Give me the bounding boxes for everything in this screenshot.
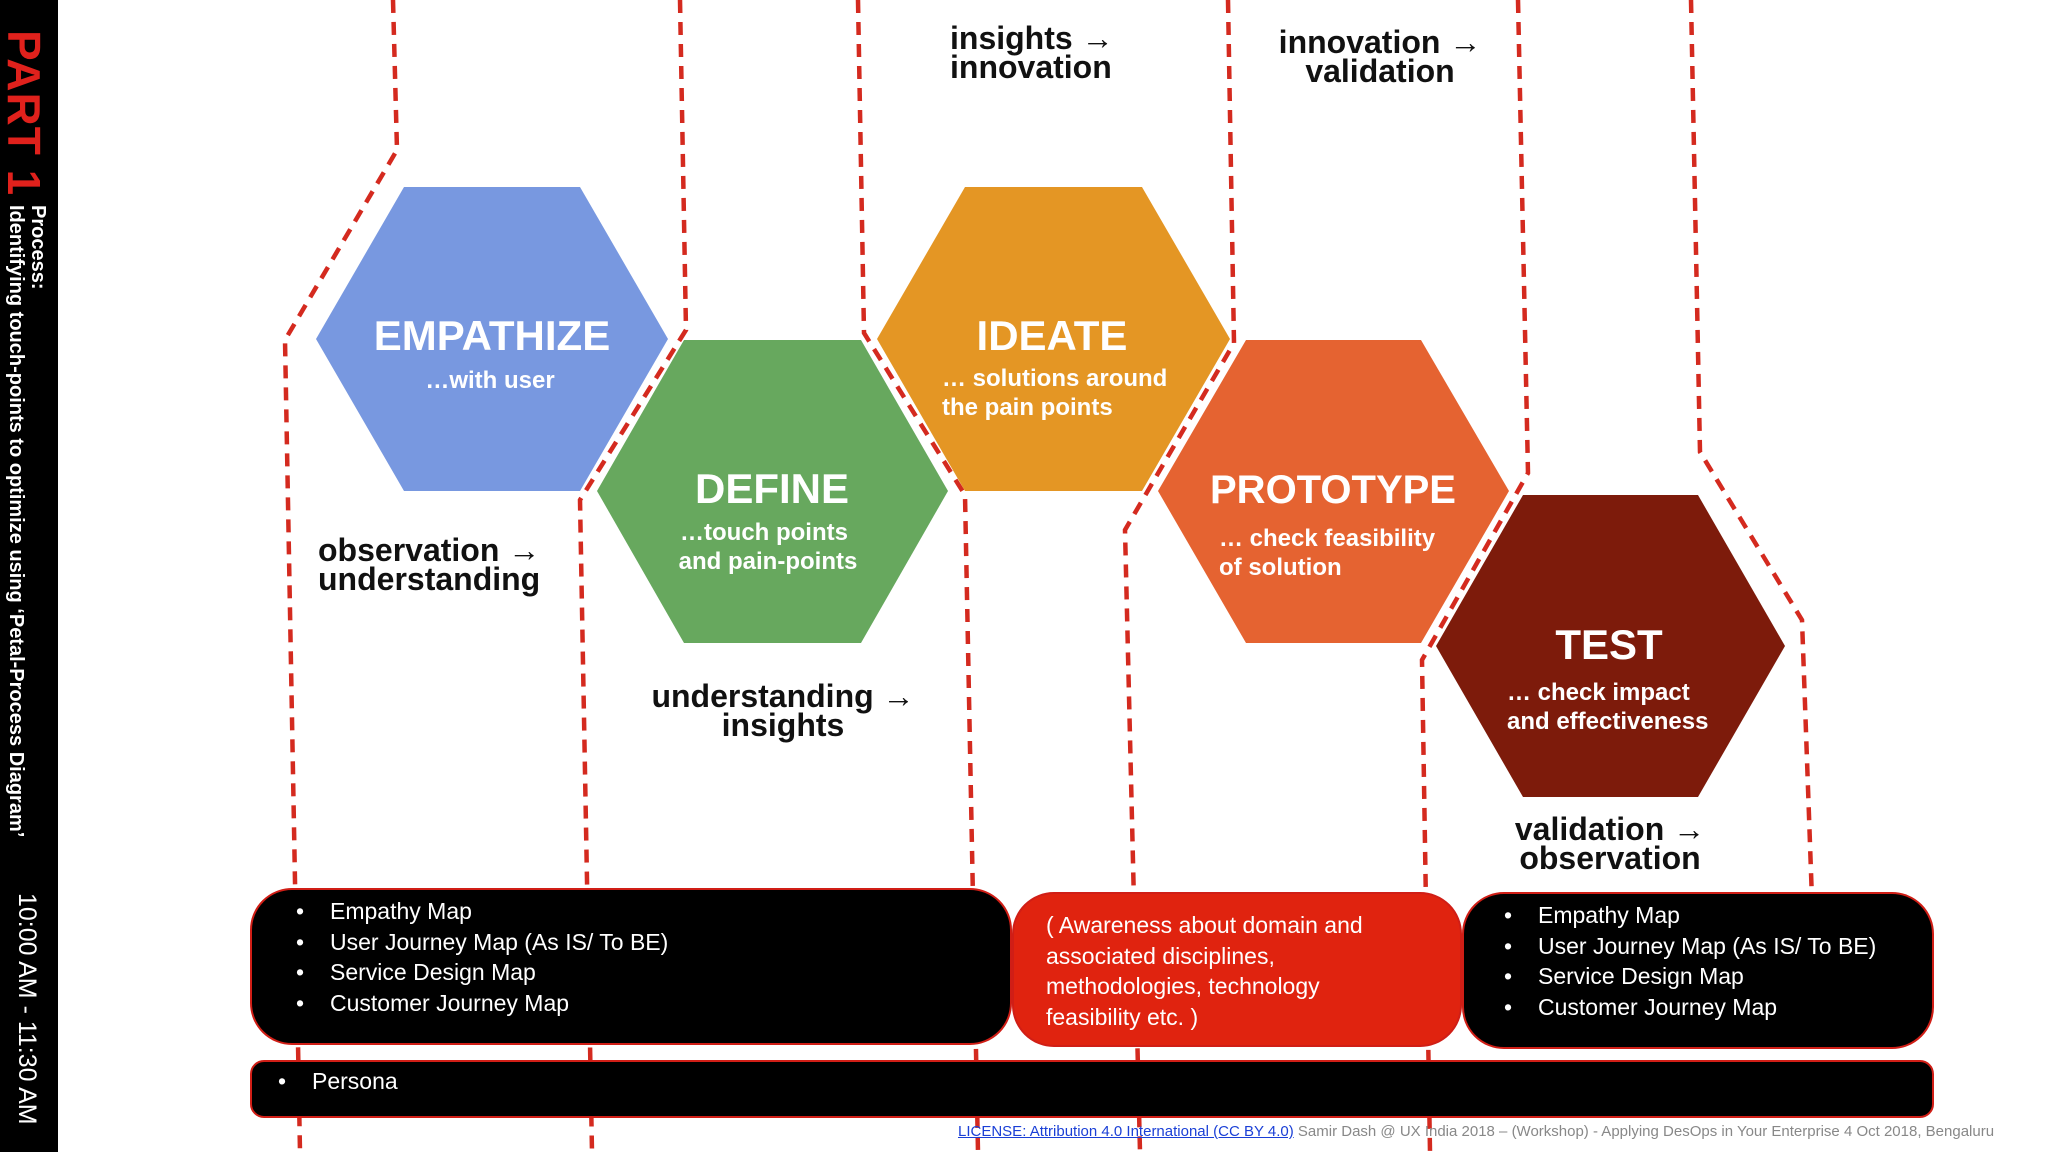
list-item: User Journey Map (As IS/ To BE)	[1504, 931, 1932, 962]
empathize-hexagon	[316, 187, 668, 491]
flow-label-line: insights →	[950, 20, 1114, 56]
flow-label-line: validation	[1305, 53, 1455, 89]
flow-label-line: observation →	[318, 532, 541, 568]
list-item: Customer Journey Map	[1504, 992, 1932, 1023]
flow-label-observation-understanding: observation → understanding	[318, 532, 541, 597]
flow-label-line: insights	[721, 707, 845, 743]
awareness-pill: ( Awareness about domain and associated …	[1012, 892, 1462, 1047]
dashed-guide	[855, 0, 981, 1152]
prototype-subtitle-line2: of solution	[1219, 554, 1342, 581]
flow-label-validation-observation: validation → observation	[1500, 811, 1720, 876]
flow-label-line: innovation	[950, 49, 1112, 85]
persona-bar: Persona	[250, 1060, 1934, 1118]
flow-label-line: understanding →	[651, 678, 915, 714]
test-subtitle-line1: … check impact	[1507, 679, 1690, 706]
prototype-subtitle-line1: … check feasibility	[1219, 525, 1436, 552]
prototype-hexagon	[1158, 340, 1509, 643]
ideate-subtitle-line1: … solutions around	[942, 365, 1167, 392]
empathize-title: EMPATHIZE	[374, 312, 610, 359]
empathize-subtitle: …with user	[425, 367, 554, 394]
persona-list: Persona	[252, 1066, 1932, 1097]
list-item: Customer Journey Map	[296, 988, 1010, 1019]
define-subtitle-line2: and pain-points	[679, 548, 858, 575]
sidebar: PART 1 Process: Identifying touch-points…	[0, 0, 58, 1152]
footer-credit: Samir Dash @ UX India 2018 – (Workshop) …	[1293, 1123, 1995, 1140]
define-subtitle-line1: …touch points	[680, 519, 848, 546]
test-hexagon	[1436, 495, 1785, 797]
dashed-guide	[1122, 0, 1237, 1152]
prototype-title: PROTOTYPE	[1210, 468, 1456, 512]
flow-label-line: observation	[1519, 840, 1701, 876]
ideate-hexagon	[877, 187, 1230, 491]
list-item: Service Design Map	[1504, 961, 1932, 992]
define-title: DEFINE	[695, 465, 849, 512]
flow-label-line: innovation →	[1278, 24, 1482, 60]
flow-label-understanding-insights: understanding → insights	[640, 678, 926, 743]
ideate-subtitle-line2: the pain points	[942, 394, 1113, 421]
test-title: TEST	[1555, 621, 1663, 668]
list-item: Persona	[278, 1066, 1932, 1097]
list-item: Empathy Map	[296, 896, 1010, 927]
dashed-guide	[282, 0, 400, 1152]
dashed-guide	[1688, 0, 1815, 901]
flow-label-insights-innovation: insights → innovation	[950, 20, 1114, 85]
define-hexagon	[597, 340, 948, 643]
list-item: Empathy Map	[1504, 900, 1932, 931]
tools-pill-left: Empathy Map User Journey Map (As IS/ To …	[250, 888, 1012, 1045]
flow-label-line: validation →	[1514, 811, 1706, 847]
tools-list: Empathy Map User Journey Map (As IS/ To …	[1464, 900, 1932, 1022]
dashed-guide	[577, 0, 689, 1152]
tools-list: Empathy Map User Journey Map (As IS/ To …	[252, 896, 1010, 1018]
list-item: User Journey Map (As IS/ To BE)	[296, 927, 1010, 958]
list-item: Service Design Map	[296, 957, 1010, 988]
footer: LICENSE: Attribution 4.0 International (…	[958, 1123, 1994, 1140]
license-link[interactable]: LICENSE: Attribution 4.0 International (…	[958, 1123, 1294, 1140]
tools-pill-right: Empathy Map User Journey Map (As IS/ To …	[1462, 892, 1934, 1049]
flow-label-innovation-validation: innovation → validation	[1268, 24, 1492, 89]
flow-label-line: understanding	[318, 561, 541, 597]
awareness-text: ( Awareness about domain and associated …	[1046, 912, 1363, 1030]
ideate-title: IDEATE	[977, 312, 1128, 359]
test-subtitle-line2: and effectiveness	[1507, 708, 1708, 735]
